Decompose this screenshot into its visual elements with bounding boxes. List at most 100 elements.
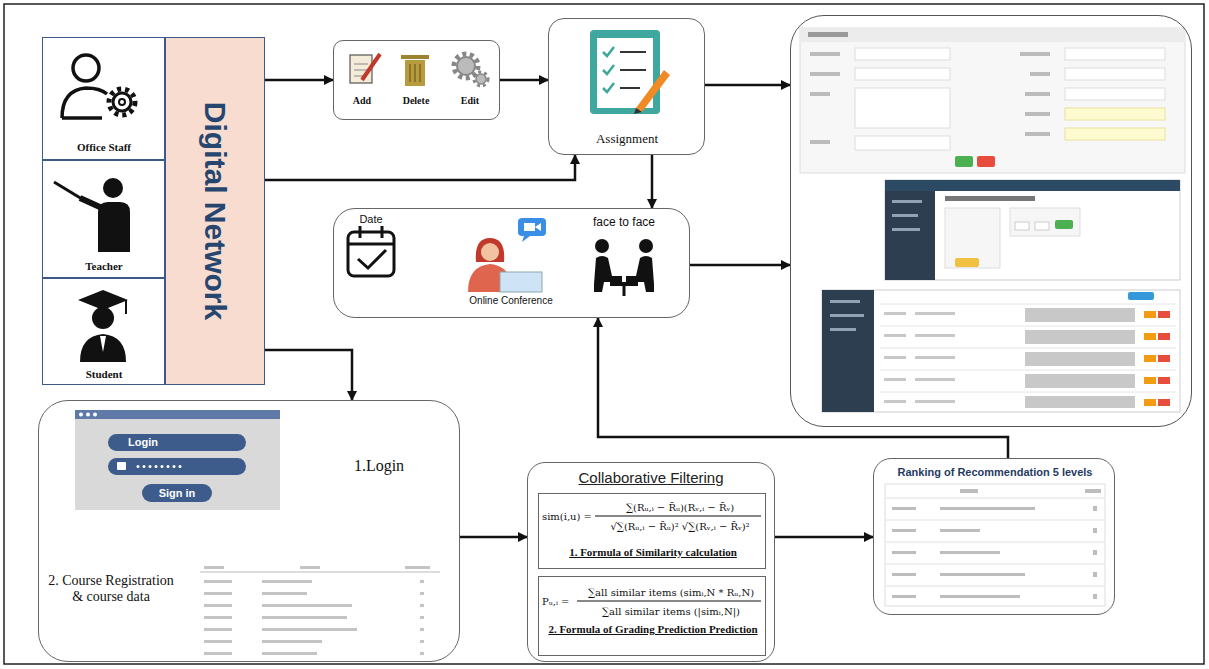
node-text: ∑all similar items (simᵢ,N * Rᵤ,N) xyxy=(588,587,754,598)
student-icon xyxy=(100,336,106,352)
flow-arrow xyxy=(265,79,333,82)
table-screenshot xyxy=(884,356,906,359)
node-text: Add xyxy=(353,95,371,106)
login-window xyxy=(155,465,158,468)
online-conference-icon xyxy=(524,223,535,231)
table-screenshot xyxy=(1025,352,1135,366)
course-table xyxy=(420,592,424,595)
face-to-face-icon xyxy=(623,284,626,296)
course-table xyxy=(420,628,424,631)
login-window xyxy=(143,465,146,468)
form-screenshot xyxy=(800,28,1185,42)
node-text: Edit xyxy=(461,95,479,106)
form-screenshot xyxy=(810,140,830,144)
course-table xyxy=(262,628,357,631)
node-text: sim(i,u) = xyxy=(542,511,592,522)
form-screenshot xyxy=(1025,92,1050,96)
course-table xyxy=(204,566,224,569)
teacher-icon xyxy=(98,202,130,252)
ranking-table xyxy=(892,595,916,598)
form-screenshot xyxy=(810,72,840,76)
table-screenshot xyxy=(884,334,906,337)
assignment-icon xyxy=(634,108,642,114)
ranking-table xyxy=(960,489,978,493)
table-screenshot xyxy=(822,290,1180,412)
table-screenshot xyxy=(1144,311,1156,318)
face-to-face-icon xyxy=(594,256,622,292)
ranking-table xyxy=(1085,489,1101,493)
node-text: Office Staff xyxy=(77,141,131,153)
calendar-icon xyxy=(348,243,394,246)
ranking-table xyxy=(885,498,1105,586)
meeting-box: DateOnline Conferenceface to face xyxy=(333,208,690,318)
table-screenshot xyxy=(830,300,860,303)
teacher-icon xyxy=(54,178,130,252)
node-text: 2. Course Registration & course data xyxy=(44,573,178,605)
form-screenshot xyxy=(1025,112,1050,116)
form-screenshot xyxy=(955,156,973,167)
table-screenshot xyxy=(915,356,955,359)
form-screenshot xyxy=(800,28,1185,173)
table-screenshot xyxy=(822,290,874,412)
login-window xyxy=(93,413,97,417)
table-screenshot xyxy=(1025,396,1135,408)
table-screenshot xyxy=(1128,292,1154,300)
search-screenshot xyxy=(945,196,1035,201)
search-screenshot xyxy=(885,180,1180,280)
formula-box: Pᵤ,ᵢ =∑all similar items (simᵢ,N * Rᵤ,N)… xyxy=(538,576,766,656)
search-screenshot xyxy=(885,191,935,280)
table-screenshot xyxy=(1158,355,1170,362)
flow-arrow xyxy=(500,79,548,82)
face-to-face-icon xyxy=(595,239,609,253)
course-table xyxy=(204,616,232,619)
ranking-table xyxy=(892,489,1101,599)
search-screenshot xyxy=(1015,222,1029,230)
table-screenshot xyxy=(1158,311,1170,406)
office-staff-icon xyxy=(62,116,102,120)
ranking-table xyxy=(1093,594,1097,599)
face-to-face-icon xyxy=(626,256,654,292)
flow-arrow xyxy=(690,264,790,267)
table-screenshot xyxy=(884,308,1135,408)
search-screenshot xyxy=(945,208,1000,268)
online-conference-icon xyxy=(468,218,546,292)
node-text: ∑(Rᵤ,ᵢ − R̄ᵤ)(Rᵥ,ᵢ − R̄ᵥ) xyxy=(626,502,734,513)
assignment-icon xyxy=(620,52,646,88)
calendar-icon xyxy=(360,226,382,238)
table-screenshot xyxy=(830,314,864,317)
form-screenshot xyxy=(855,136,950,150)
form-screenshot xyxy=(1020,52,1050,56)
face-to-face-icon xyxy=(639,239,653,253)
login-window xyxy=(137,465,140,468)
office-staff-icon xyxy=(73,55,99,81)
ranking-table xyxy=(1093,572,1097,577)
node-text: 2. Formula of Grading Prediction Predict… xyxy=(542,623,764,635)
search-screenshot xyxy=(892,214,918,217)
outer-frame xyxy=(4,4,1204,664)
office-staff-icon xyxy=(109,89,135,115)
ranking-table xyxy=(892,507,916,510)
node-text: Ranking of Recommendation 5 levels xyxy=(898,466,1093,478)
search-screenshot xyxy=(885,180,1180,191)
table-screenshot xyxy=(1144,399,1156,406)
course-table xyxy=(204,604,232,607)
node-text: face to face xyxy=(593,215,655,229)
table-screenshot xyxy=(1144,377,1156,384)
ranking-table xyxy=(1093,550,1097,555)
ranking-table xyxy=(940,551,1000,554)
table-screenshot xyxy=(880,304,1176,392)
delete-icon xyxy=(401,55,429,59)
node-text: Teacher xyxy=(85,260,122,272)
node-text: Online Conference xyxy=(469,295,552,306)
login-window xyxy=(117,462,126,470)
form-screenshot xyxy=(800,28,1185,173)
online-conference-icon xyxy=(535,223,541,231)
student-icon xyxy=(80,334,126,362)
search-screenshot xyxy=(1035,222,1049,230)
course-table xyxy=(200,566,440,655)
teacher-icon xyxy=(103,178,123,198)
online-conference-icon xyxy=(500,272,542,292)
table-screenshot xyxy=(1025,330,1135,344)
add-icon xyxy=(350,54,380,83)
